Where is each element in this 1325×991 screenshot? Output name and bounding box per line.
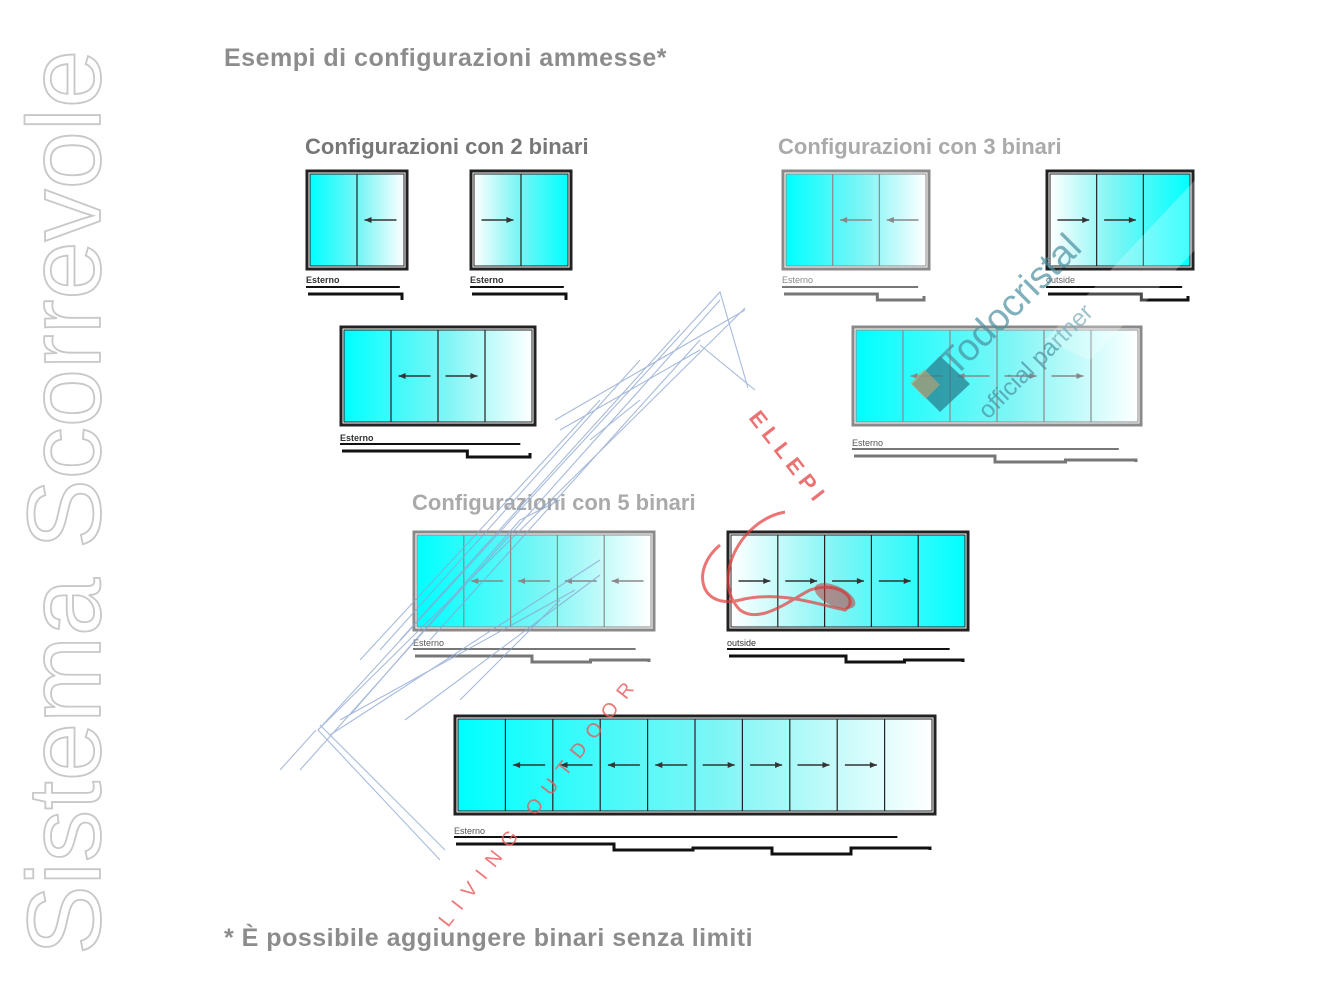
track-profile — [342, 449, 532, 459]
config-5-tracks-b: outside — [726, 530, 970, 664]
config-2-tracks-a-diagram — [305, 169, 409, 271]
track-profile — [415, 654, 651, 664]
side-label: Esterno — [413, 638, 445, 648]
footnote: * È possibile aggiungere binari senza li… — [224, 924, 754, 952]
side-label: Esterno — [454, 826, 486, 836]
side-label: Esterno — [852, 438, 884, 448]
config-5-tracks-b-diagram — [726, 530, 970, 632]
config-2-tracks-a-tracks — [306, 286, 404, 300]
config-3-tracks-a-diagram — [781, 169, 931, 271]
config-2-tracks-b-diagram — [469, 169, 573, 271]
config-5-tracks-a-diagram — [412, 530, 656, 632]
side-title: Sistema Scorrevole — [8, 40, 108, 960]
arrow-right-icon — [844, 762, 877, 768]
track-profile — [1048, 292, 1190, 302]
config-5-tracks-c: Esterno — [453, 714, 937, 856]
side-label: Esterno — [782, 275, 814, 285]
config-2-tracks-b-tracks — [470, 286, 568, 300]
arrow-right-icon — [1051, 373, 1084, 379]
config-2-tracks-c-tracks — [340, 443, 532, 459]
side-label: Esterno — [306, 275, 340, 285]
door-frame — [781, 169, 931, 271]
config-2-tracks-c: Esterno — [339, 325, 537, 459]
arrow-right-icon — [750, 762, 783, 768]
config-2-tracks-c-diagram — [339, 325, 537, 427]
arrow-left-icon — [364, 217, 397, 223]
config-3-tracks-b-tracks — [1046, 286, 1190, 302]
config-3-tracks-a: Esterno — [781, 169, 931, 302]
door-frame — [469, 169, 573, 271]
side-label: Esterno — [340, 433, 374, 443]
arrow-right-icon — [878, 578, 911, 584]
group-title-five-tracks: Configurazioni con 5 binari — [412, 490, 696, 515]
arrow-right-icon — [797, 762, 830, 768]
arrow-left-icon — [886, 217, 919, 223]
arrow-right-icon — [1104, 217, 1136, 223]
config-5-tracks-a-tracks — [413, 648, 651, 664]
group-title-two-tracks: Configurazioni con 2 binari — [305, 134, 589, 159]
track-profile — [729, 654, 965, 664]
side-label: Esterno — [470, 275, 504, 285]
arrow-right-icon — [481, 217, 514, 223]
arrow-right-icon — [1004, 373, 1037, 379]
config-3-tracks-c-tracks — [852, 448, 1138, 464]
config-5-tracks-a: Esterno — [412, 530, 656, 664]
config-5-tracks-c-diagram — [453, 714, 937, 816]
door-frame — [305, 169, 409, 271]
config-3-tracks-a-tracks — [782, 286, 926, 302]
track-profile — [472, 292, 568, 300]
side-title-text: Sistema Scorrevole — [8, 50, 108, 955]
arrow-right-icon — [1057, 217, 1090, 223]
config-2-tracks-a: Esterno — [305, 169, 409, 300]
page-heading: Esempi di configurazioni ammesse* — [224, 44, 668, 72]
side-label: outside — [727, 638, 757, 648]
config-2-tracks-b: Esterno — [469, 169, 573, 300]
door-frame — [851, 325, 1143, 427]
track-profile — [456, 842, 932, 856]
config-3-tracks-c-diagram — [851, 325, 1143, 427]
config-5-tracks-b-tracks — [727, 648, 965, 664]
track-profile — [854, 454, 1138, 464]
arrow-left-icon — [840, 217, 872, 223]
track-profile — [308, 292, 404, 300]
config-3-tracks-b: outside — [1045, 169, 1195, 302]
side-label: outside — [1046, 275, 1076, 285]
ellepi-brand: ELLEPI — [744, 406, 833, 510]
door-frame — [1045, 169, 1195, 271]
track-profile — [784, 292, 926, 302]
config-3-tracks-c: Esterno — [851, 325, 1143, 464]
config-3-tracks-b-diagram — [1045, 169, 1195, 271]
group-title-three-tracks: Configurazioni con 3 binari — [778, 134, 1062, 159]
config-5-tracks-c-tracks — [454, 836, 932, 856]
